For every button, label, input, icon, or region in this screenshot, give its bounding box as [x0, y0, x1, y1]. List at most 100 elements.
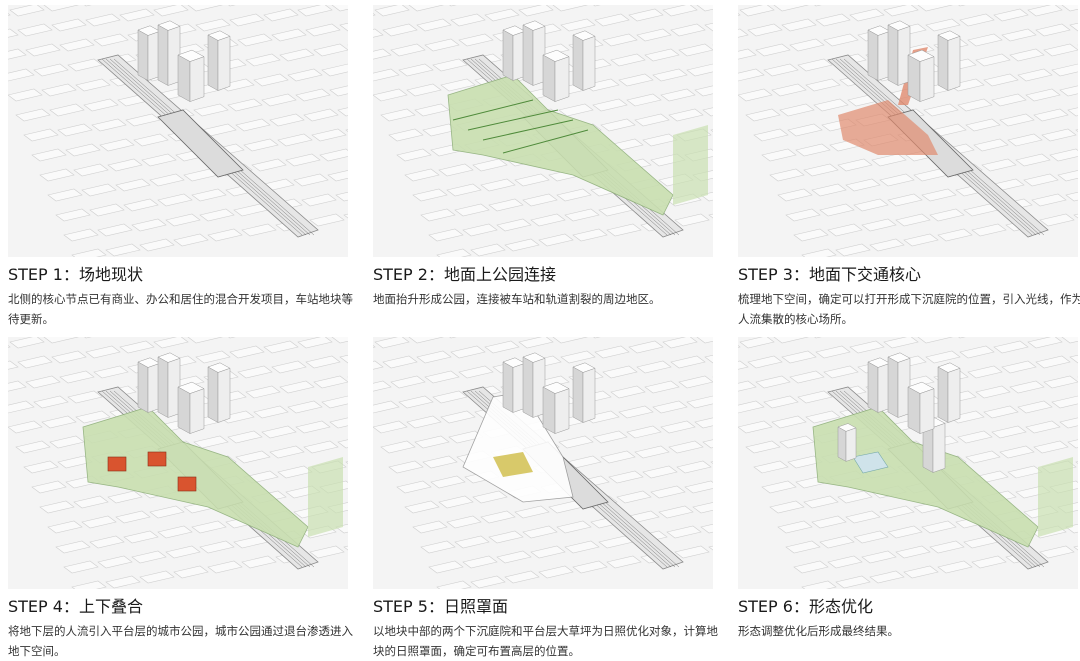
city-block [199, 208, 235, 222]
city-block [801, 580, 837, 589]
city-block [1025, 420, 1061, 434]
city-block [738, 345, 741, 348]
city-block [773, 337, 809, 344]
step-description: 地面抬升形成公园，连接被车站和轨道割裂的周边地区。 [373, 292, 661, 306]
glass-courtyard [852, 451, 889, 474]
city-block [704, 354, 713, 364]
city-block [237, 33, 273, 47]
city-block [229, 13, 265, 27]
city-block [785, 540, 821, 554]
city-block [55, 540, 91, 554]
city-block [1017, 400, 1053, 414]
city-block [404, 500, 440, 514]
city-block [678, 43, 713, 57]
city-block [43, 5, 79, 12]
city-block [793, 560, 829, 574]
city-block [594, 13, 630, 27]
city-block [23, 460, 59, 474]
city-block [93, 33, 129, 47]
city-block [313, 375, 348, 389]
tower-side [907, 54, 921, 103]
city-block [658, 505, 694, 519]
city-block [191, 188, 227, 202]
city-block [616, 490, 652, 504]
city-block [193, 103, 229, 117]
city-block [957, 98, 993, 112]
step-1-panel: STEP 1：场地现状 北侧的核心节点已有商业、办公和居住的混合开发项目，车站地… [8, 5, 353, 329]
city-block [390, 375, 426, 389]
city-block [293, 173, 329, 187]
city-block [666, 525, 702, 539]
city-block [84, 5, 92, 7]
city-block [446, 515, 482, 529]
city-block [321, 395, 348, 409]
city-block [8, 28, 19, 38]
city-block [277, 133, 313, 147]
city-block [31, 148, 67, 162]
city-block [313, 43, 348, 57]
city-block [1043, 43, 1078, 57]
city-block [738, 380, 757, 392]
tower-side [207, 366, 219, 423]
sunken-courtyard [177, 476, 197, 492]
city-block [470, 243, 506, 257]
city-block [636, 360, 672, 374]
city-block [644, 380, 680, 394]
city-block [959, 13, 995, 27]
tower-side [937, 34, 949, 91]
city-block [75, 78, 111, 92]
green-area [1038, 457, 1073, 537]
city-block [738, 400, 765, 414]
city-block [837, 490, 873, 504]
city-block [343, 213, 348, 219]
city-block [373, 420, 408, 434]
city-block [149, 505, 185, 519]
city-block [93, 365, 129, 379]
city-block [107, 490, 143, 504]
city-block [925, 350, 961, 364]
city-block [97, 223, 133, 237]
city-block [593, 337, 601, 339]
city-block [119, 8, 155, 22]
city-block [883, 5, 919, 17]
city-block [1039, 213, 1075, 227]
step-title: STEP 3：地面下交通核心 [738, 265, 921, 284]
tower-front [554, 388, 570, 434]
city-block [1009, 380, 1045, 394]
city-block [287, 400, 323, 414]
city-block [504, 238, 540, 252]
city-block [668, 108, 704, 122]
green-area [673, 125, 708, 205]
city-block [773, 5, 809, 12]
city-block [430, 475, 466, 489]
city-block [424, 38, 460, 52]
tower-side [137, 361, 149, 413]
city-block [652, 400, 688, 414]
city-block [815, 345, 851, 359]
city-block [552, 5, 588, 12]
city-block [738, 13, 741, 16]
city-block [608, 470, 644, 484]
city-block [422, 455, 458, 469]
city-block [787, 123, 823, 137]
city-block [105, 243, 141, 257]
city-block [450, 13, 486, 27]
city-block [871, 153, 907, 167]
tower-front [554, 56, 570, 102]
city-block [694, 417, 713, 429]
step-title: STEP 4：上下叠合 [8, 597, 143, 616]
city-block [827, 555, 863, 569]
axonometric-site-diagram [373, 5, 713, 257]
city-block [793, 228, 829, 242]
tower-side [522, 24, 534, 86]
tower-side [572, 366, 584, 423]
city-block [518, 337, 554, 349]
city-block [814, 5, 822, 7]
city-block [71, 580, 107, 589]
city-block [25, 43, 61, 57]
city-block [564, 208, 600, 222]
city-block [227, 98, 263, 112]
city-block [1035, 23, 1071, 37]
tower-front [919, 56, 935, 102]
city-block [819, 535, 855, 549]
